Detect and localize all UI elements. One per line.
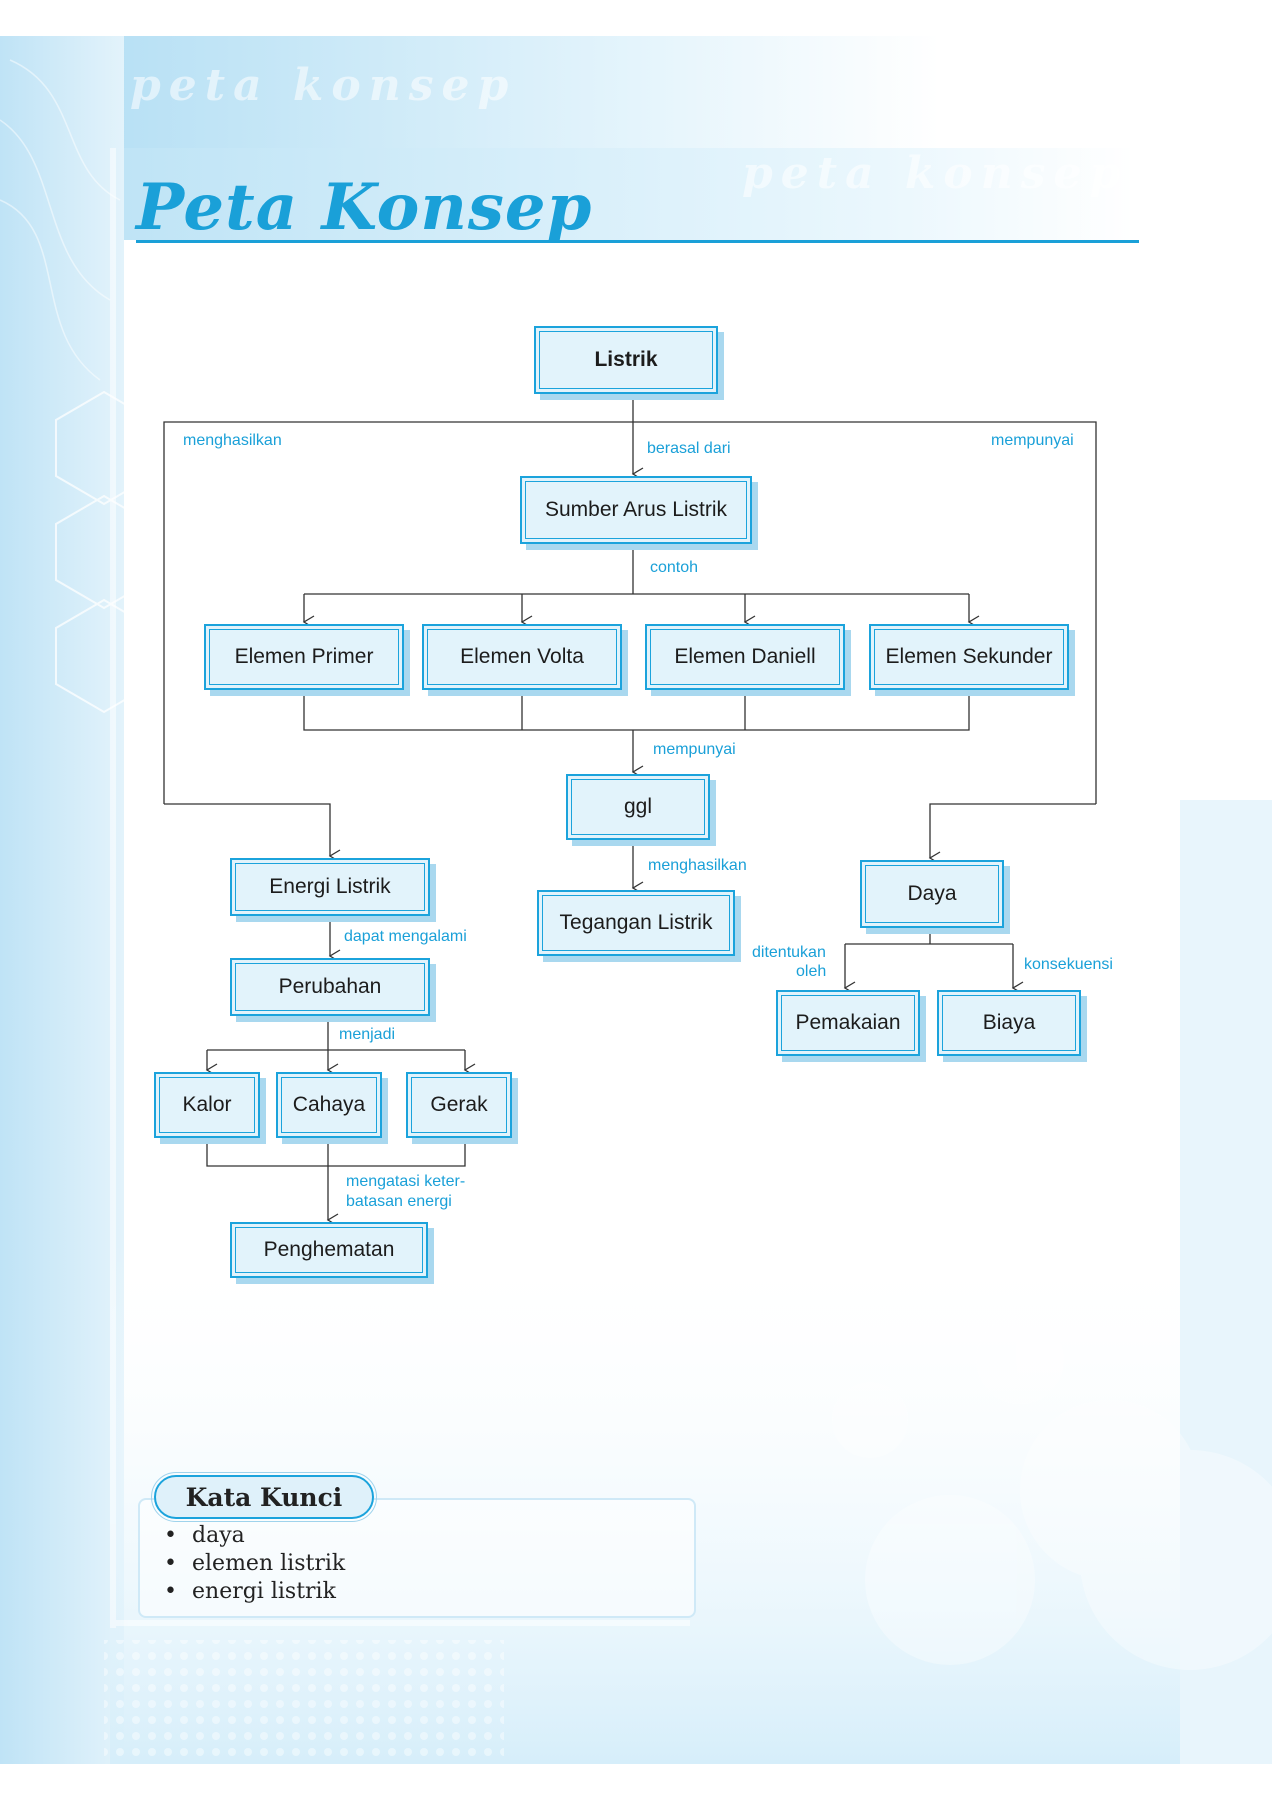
node-elemen-volta: Elemen Volta (422, 624, 622, 690)
kata-kunci-list: daya elemen listrik energi listrik (160, 1522, 345, 1606)
label-mengatasi-1: mengatasi keter- (346, 1173, 466, 1190)
node-tegangan-listrik: Tegangan Listrik (537, 890, 735, 956)
node-cahaya: Cahaya (276, 1072, 382, 1138)
node-listrik: Listrik (534, 326, 718, 394)
node-kalor: Kalor (154, 1072, 260, 1138)
node-ggl: ggl (566, 774, 710, 840)
label-menjadi: menjadi (339, 1026, 396, 1043)
kata-kunci-item: daya (160, 1522, 345, 1550)
kata-kunci-title: Kata Kunci (151, 1472, 377, 1522)
label-berasal-dari: berasal dari (647, 440, 731, 457)
edge-forms-bottom (206, 1140, 466, 1167)
label-dapat-mengalami: dapat mengalami (344, 928, 467, 945)
label-mengatasi-2: batasan energi (346, 1193, 452, 1210)
node-perubahan: Perubahan (230, 958, 430, 1016)
node-gerak: Gerak (406, 1072, 512, 1138)
label-konsekuensi: konsekuensi (1024, 956, 1113, 973)
title-underline (136, 240, 1139, 243)
node-pemakaian: Pemakaian (776, 990, 920, 1056)
watermark-right: peta konsep (742, 148, 1129, 199)
label-menghasilkan-mid: menghasilkan (648, 857, 747, 874)
edge-listrik-energi (164, 803, 341, 863)
kata-kunci-item: elemen listrik (160, 1550, 345, 1578)
node-elemen-daniell: Elemen Daniell (645, 624, 845, 690)
label-menghasilkan-left: menghasilkan (183, 432, 282, 449)
label-mempunyai-mid: mempunyai (653, 741, 736, 758)
edge-elements-bus-bottom (303, 694, 970, 731)
label-contoh: contoh (650, 559, 699, 576)
label-oleh: oleh (796, 963, 827, 980)
node-daya: Daya (860, 860, 1004, 928)
page-title: Peta Konsep (136, 170, 593, 245)
node-biaya: Biaya (937, 990, 1081, 1056)
node-sumber-arus-listrik: Sumber Arus Listrik (520, 476, 752, 544)
node-penghematan: Penghematan (230, 1222, 428, 1278)
label-mempunyai-right: mempunyai (991, 432, 1074, 449)
edge-listrik-frame (163, 421, 1097, 804)
watermark-top: peta konsep (130, 60, 517, 111)
node-energi-listrik: Energi Listrik (230, 858, 430, 916)
label-ditentukan: ditentukan (752, 944, 826, 961)
node-elemen-primer: Elemen Primer (204, 624, 404, 690)
edge-listrik-daya (928, 803, 1096, 865)
kata-kunci-item: energi listrik (160, 1578, 345, 1606)
node-elemen-sekunder: Elemen Sekunder (869, 624, 1069, 690)
